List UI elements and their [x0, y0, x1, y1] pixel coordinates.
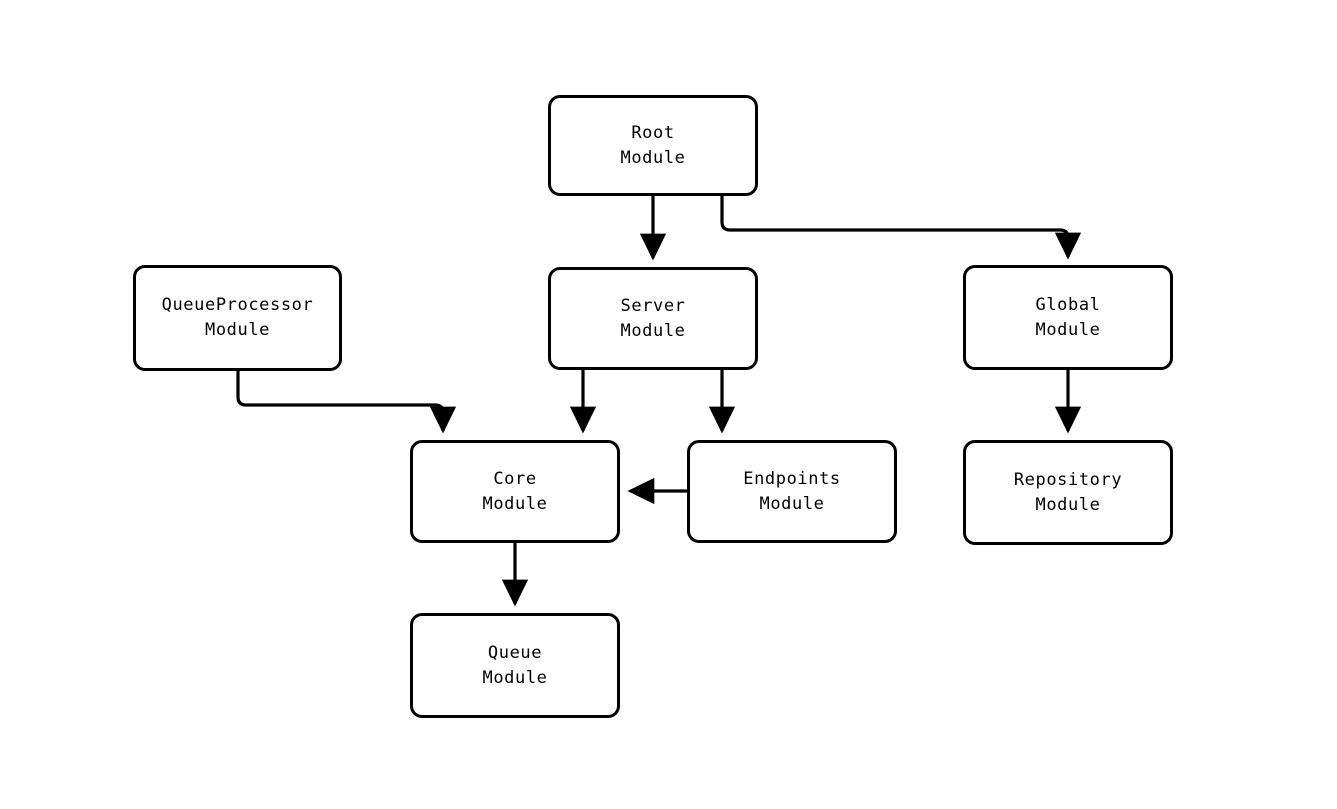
node-label-line2: Module — [482, 667, 548, 688]
node-label-line2: Module — [1035, 319, 1101, 340]
node-label-line1: Endpoints — [743, 468, 841, 489]
node-label-line2: Module — [204, 320, 270, 340]
node-label-line1: Root — [631, 122, 675, 143]
node-label-line2: Module — [482, 493, 548, 514]
edge-queueprocessor-to-core — [236, 371, 457, 434]
node-queueprocessor-module[interactable]: QueueProcessor Module — [133, 265, 342, 371]
edge-root-to-global — [720, 196, 1082, 260]
node-label-line1: Repository — [1013, 469, 1123, 490]
node-label-line1: Server — [620, 295, 686, 316]
node-endpoints-module[interactable]: Endpoints Module — [687, 440, 897, 543]
node-label-line1: Queue — [487, 642, 543, 663]
node-label-line1: Core — [493, 468, 537, 489]
node-server-module[interactable]: Server Module — [548, 267, 758, 370]
node-label-line2: Module — [759, 493, 825, 514]
node-core-module[interactable]: Core Module — [410, 440, 620, 543]
node-label-line2: Module — [620, 147, 686, 168]
node-queue-module[interactable]: Queue Module — [410, 613, 620, 718]
node-label-line2: Module — [620, 320, 686, 341]
node-global-module[interactable]: Global Module — [963, 265, 1173, 370]
node-repository-module[interactable]: Repository Module — [963, 440, 1173, 545]
node-label-line1: Global — [1035, 294, 1101, 315]
node-label-line1: QueueProcessor — [161, 295, 314, 316]
node-label-line2: Module — [1035, 494, 1101, 515]
node-root-module[interactable]: Root Module — [548, 95, 758, 196]
